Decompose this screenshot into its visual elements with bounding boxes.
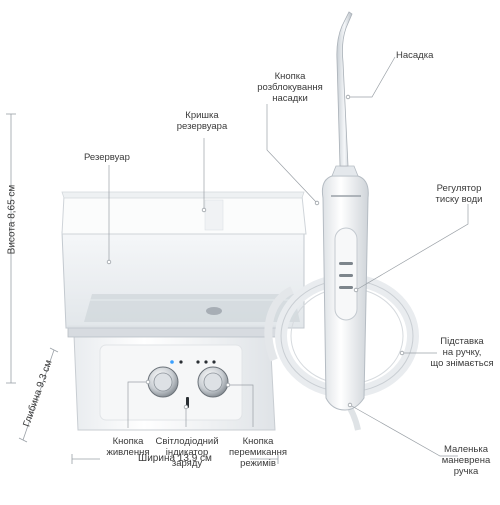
mode-knob	[197, 366, 229, 398]
width-dimension-line	[71, 454, 279, 464]
power-knob	[147, 366, 179, 398]
power-button-label: Кнопка живлення	[106, 436, 150, 458]
pressure-regulator-label: Регулятор тиску води	[435, 183, 483, 205]
handle	[321, 165, 369, 411]
leader-lines	[108, 56, 469, 457]
leader-dots	[106, 94, 405, 410]
handle-holder-label: Підставка на ручку, що знімається	[430, 336, 494, 369]
width-dimension-label: Ширина 13,9 см	[138, 453, 212, 464]
lid-label: Кришка резервуара	[176, 110, 228, 132]
depth-dimension-line	[18, 347, 59, 443]
charge-indicator-label: Світлодіодний індикатор заряду	[155, 436, 219, 469]
reservoir-label: Резервуар	[84, 152, 130, 163]
handle-label: Маленька маневрена ручка	[441, 444, 491, 477]
water-reservoir	[61, 231, 305, 329]
height-dimension-line	[6, 113, 16, 384]
nozzle-label: Насадка	[396, 50, 434, 61]
nozzle-release-label: Кнопка розблокування насадки	[257, 71, 323, 104]
mode-button-label: Кнопка перемикання режимів	[228, 436, 288, 469]
height-dimension-label: Висота 8,65 см	[6, 184, 18, 255]
reservoir-lid	[61, 191, 307, 235]
nozzle	[336, 11, 353, 167]
